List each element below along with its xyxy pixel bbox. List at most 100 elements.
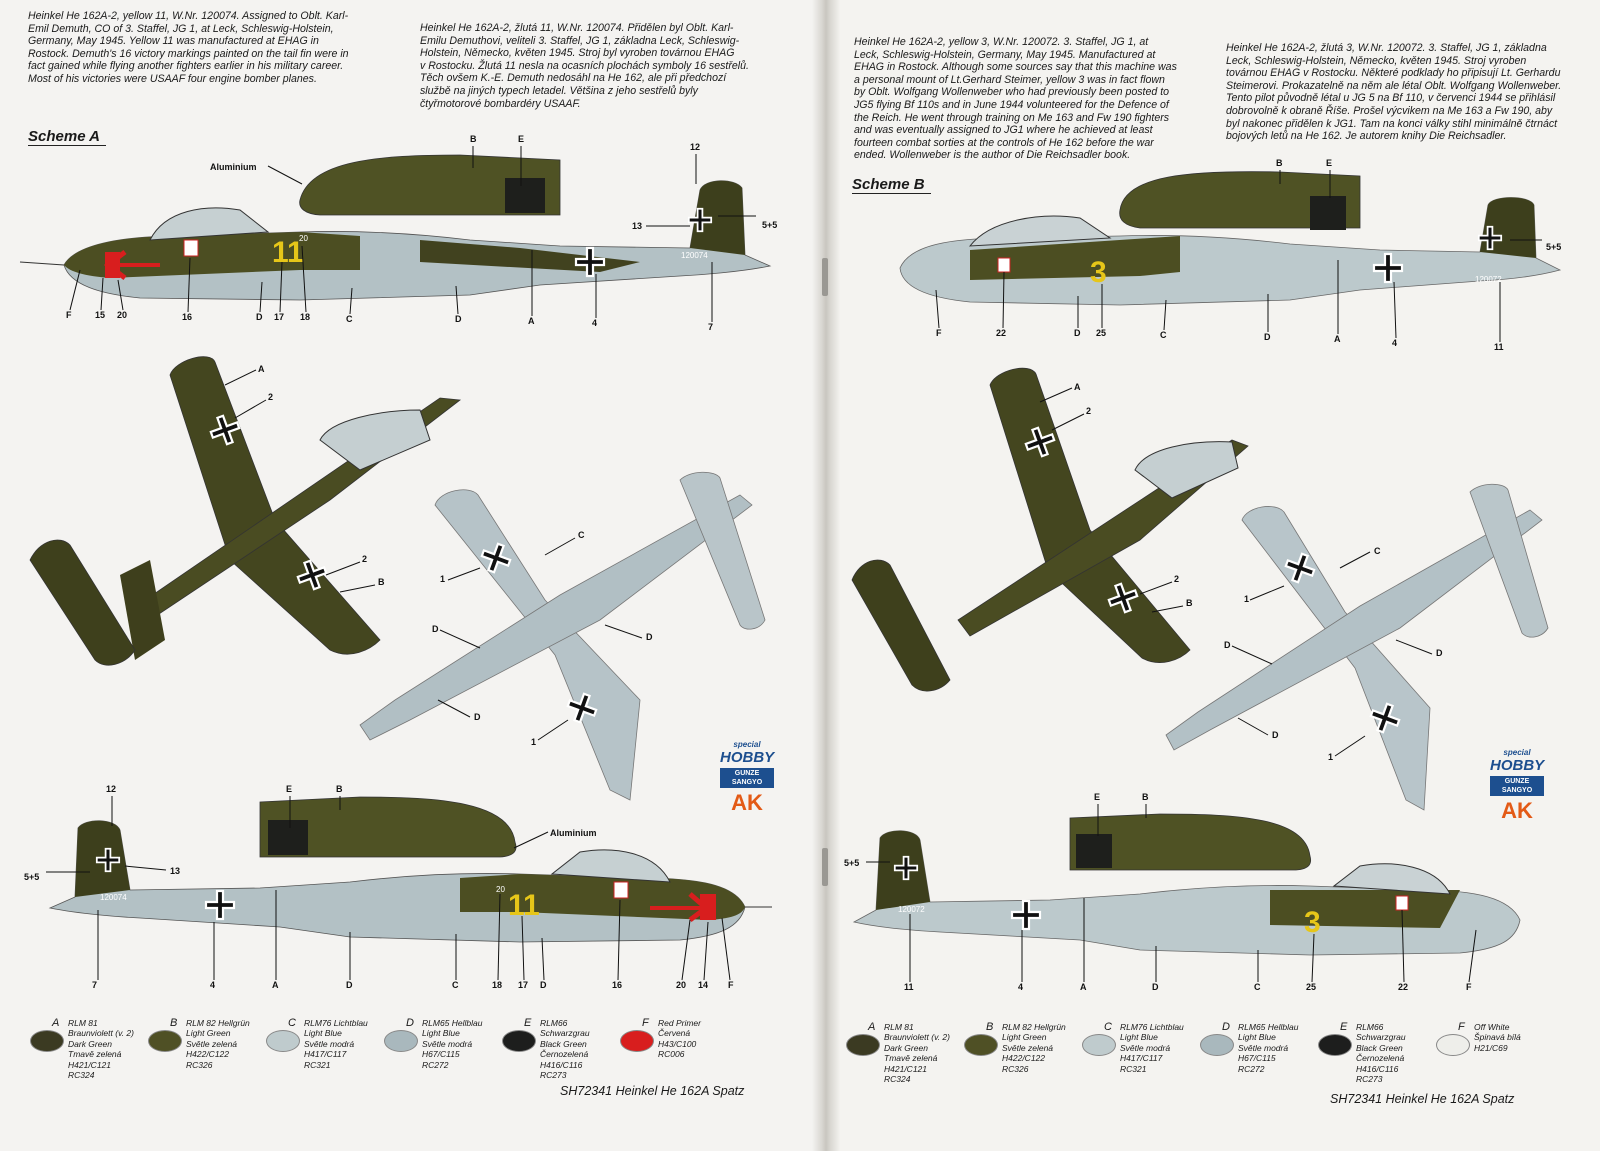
victory-number: 20 [299, 234, 308, 243]
svg-text:22: 22 [1398, 982, 1408, 992]
paint-swatch [846, 1034, 880, 1056]
svg-text:25: 25 [1306, 982, 1316, 992]
paint-letter: F [642, 1017, 649, 1029]
left-page: Heinkel He 162A-2, yellow 11, W.Nr. 1200… [19, 10, 778, 1098]
svg-text:4: 4 [592, 318, 597, 328]
svg-text:5+5: 5+5 [24, 872, 39, 882]
page-gutter [812, 0, 840, 1151]
paint-letter: E [1340, 1021, 1348, 1033]
page-footer: SH72341 Heinkel He 162A Spatz [560, 1084, 745, 1098]
svg-text:5+5: 5+5 [762, 220, 777, 230]
svg-text:E: E [518, 134, 524, 144]
svg-text:12: 12 [690, 142, 700, 152]
svg-text:15: 15 [95, 310, 105, 320]
intro-text-cz: Heinkel He 162A-2, žlutá 11, W.Nr. 12007… [420, 22, 749, 110]
side-view-left: 3 120072 [899, 171, 1562, 306]
svg-text:4: 4 [1018, 982, 1023, 992]
paint-letter: E [524, 1017, 532, 1029]
svg-text:16: 16 [182, 312, 192, 322]
svg-text:C: C [1374, 546, 1381, 556]
svg-text:3: 3 [1090, 256, 1107, 289]
svg-text:D: D [432, 624, 439, 634]
svg-text:120072: 120072 [898, 905, 925, 914]
svg-text:16: 16 [612, 980, 622, 990]
paint-swatch [620, 1030, 654, 1052]
svg-text:25: 25 [1096, 328, 1106, 338]
svg-text:A: A [1074, 382, 1081, 392]
paint-swatch [502, 1030, 536, 1052]
svg-text:11: 11 [1494, 342, 1504, 352]
svg-text:11: 11 [508, 889, 540, 922]
svg-text:12: 12 [106, 784, 116, 794]
paint-letter: A [52, 1017, 60, 1029]
side-view-left: 11 20 120074 [19, 154, 772, 301]
svg-text:2: 2 [1086, 406, 1091, 416]
intro-text-cz: Heinkel He 162A-2, žlutá 3, W.Nr. 120072… [1226, 42, 1562, 143]
svg-text:1: 1 [531, 737, 536, 747]
scheme-title: Scheme A [28, 128, 106, 146]
svg-text:F: F [936, 328, 942, 338]
svg-text:A: A [272, 980, 279, 990]
svg-text:F: F [1466, 982, 1472, 992]
svg-text:A: A [1334, 334, 1341, 344]
svg-text:C: C [346, 314, 353, 324]
side-view-right: 3 120072 [852, 813, 1521, 956]
svg-text:5+5: 5+5 [844, 858, 859, 868]
plan-view-bottom-callouts: C 1 D D D 1 [1224, 546, 1443, 762]
svg-text:D: D [1224, 640, 1231, 650]
svg-text:14: 14 [698, 980, 708, 990]
svg-text:E: E [1094, 792, 1100, 802]
svg-text:D: D [1152, 982, 1159, 992]
scheme-a-artwork: 11 20 120074 Aluminium B E 12 13 5+5 F 1… [19, 134, 777, 990]
svg-text:Aluminium: Aluminium [550, 828, 597, 838]
svg-text:4: 4 [210, 980, 215, 990]
svg-text:120074: 120074 [100, 893, 127, 902]
side-view-right-callouts: 12 E B Aluminium 5+5 13 7 4 A D C 18 17 … [24, 784, 734, 990]
svg-text:20: 20 [117, 310, 127, 320]
plan-view-top [29, 356, 462, 666]
svg-text:C: C [1254, 982, 1261, 992]
svg-text:A: A [528, 316, 535, 326]
page-footer: SH72341 Heinkel He 162A Spatz [1330, 1092, 1515, 1106]
plan-view-bottom-callouts: C 1 D D D 1 [432, 530, 653, 747]
paint-letter: C [1104, 1021, 1112, 1033]
ak-logo: AK [1501, 798, 1533, 823]
intro-text-en: Heinkel He 162A-2, yellow 3, W.Nr. 12007… [854, 36, 1177, 162]
plan-view-top [851, 367, 1249, 692]
paint-letter: D [1222, 1021, 1230, 1033]
svg-text:7: 7 [708, 322, 713, 332]
paint-swatch [266, 1030, 300, 1052]
paint-swatch [1318, 1034, 1352, 1056]
svg-text:B: B [378, 577, 385, 587]
svg-text:1: 1 [1244, 594, 1249, 604]
svg-text:A: A [258, 364, 265, 374]
svg-text:E: E [1326, 158, 1332, 168]
paint-swatch [964, 1034, 998, 1056]
paint-letter: B [170, 1017, 178, 1029]
svg-text:13: 13 [170, 866, 180, 876]
svg-text:5+5: 5+5 [1546, 242, 1561, 252]
svg-text:D: D [474, 712, 481, 722]
paint-swatch [1082, 1034, 1116, 1056]
svg-text:C: C [452, 980, 459, 990]
side-view-left-callouts: B E 5+5 F 22 D 25 C D A 4 11 [935, 158, 1561, 352]
